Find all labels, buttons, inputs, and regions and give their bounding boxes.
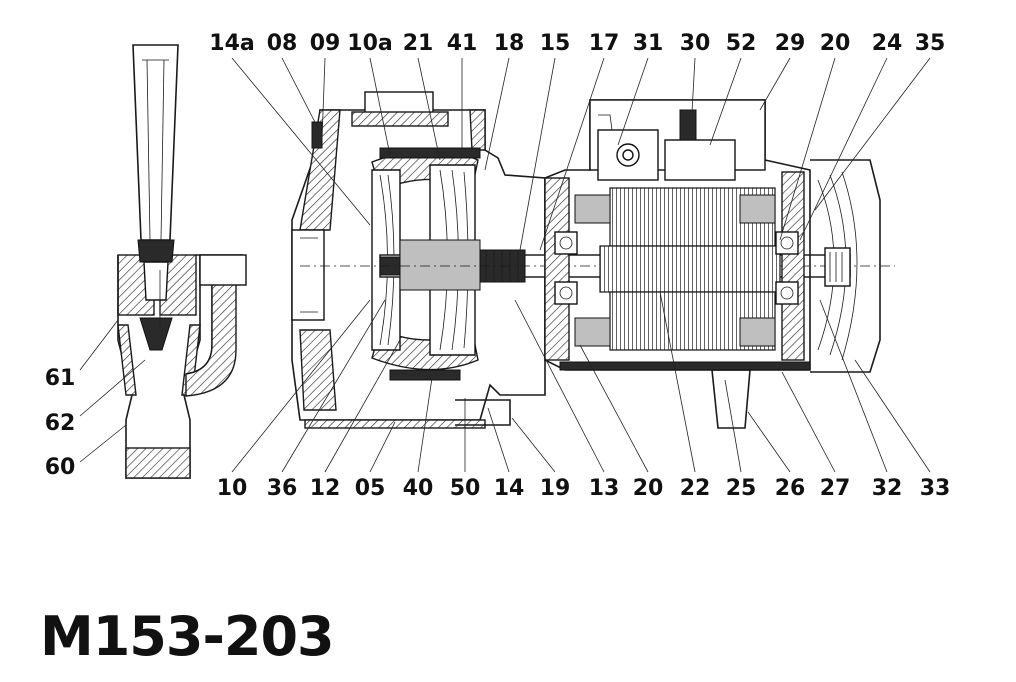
part-label: 52 bbox=[726, 31, 757, 56]
part-label: 29 bbox=[775, 31, 806, 56]
part-label: 20 bbox=[633, 476, 664, 501]
part-labels-top: 14a 08 09 10a 21 41 18 15 17 31 30 52 29… bbox=[209, 31, 945, 56]
part-label: 13 bbox=[589, 476, 620, 501]
part-label: 27 bbox=[820, 476, 851, 501]
part-label: 33 bbox=[920, 476, 951, 501]
part-label: 19 bbox=[540, 476, 571, 501]
ejector-assembly bbox=[117, 44, 247, 479]
part-label: 10a bbox=[347, 31, 392, 56]
part-label: 21 bbox=[403, 31, 434, 56]
part-label: 41 bbox=[447, 31, 478, 56]
part-label: 30 bbox=[680, 31, 711, 56]
part-label: 25 bbox=[726, 476, 757, 501]
part-label: 18 bbox=[494, 31, 525, 56]
motor-assembly bbox=[544, 99, 881, 429]
part-label: 08 bbox=[267, 31, 298, 56]
part-label: 17 bbox=[589, 31, 620, 56]
part-label: 36 bbox=[267, 476, 298, 501]
part-label: 10 bbox=[217, 476, 248, 501]
leader-lines bbox=[79, 57, 931, 473]
part-labels-bottom: 10 36 12 05 40 50 14 19 13 20 22 25 26 2… bbox=[217, 476, 951, 501]
part-label: 62 bbox=[45, 411, 76, 436]
part-label: 60 bbox=[45, 455, 76, 480]
part-label: 31 bbox=[633, 31, 664, 56]
part-label: 24 bbox=[872, 31, 903, 56]
part-label: 32 bbox=[872, 476, 903, 501]
part-label: 20 bbox=[820, 31, 851, 56]
part-label: 61 bbox=[45, 366, 76, 391]
part-label: 12 bbox=[310, 476, 341, 501]
part-label: 35 bbox=[915, 31, 946, 56]
part-label: 40 bbox=[403, 476, 434, 501]
part-label: 26 bbox=[775, 476, 806, 501]
part-labels-left: 61 62 60 bbox=[45, 366, 76, 480]
part-label: 09 bbox=[310, 31, 341, 56]
part-label: 14 bbox=[494, 476, 525, 501]
model-title: M153-203 bbox=[40, 605, 334, 668]
part-label: 15 bbox=[540, 31, 571, 56]
part-label: 14a bbox=[209, 31, 254, 56]
part-label: 22 bbox=[680, 476, 711, 501]
part-label: 05 bbox=[355, 476, 386, 501]
part-label: 50 bbox=[450, 476, 481, 501]
